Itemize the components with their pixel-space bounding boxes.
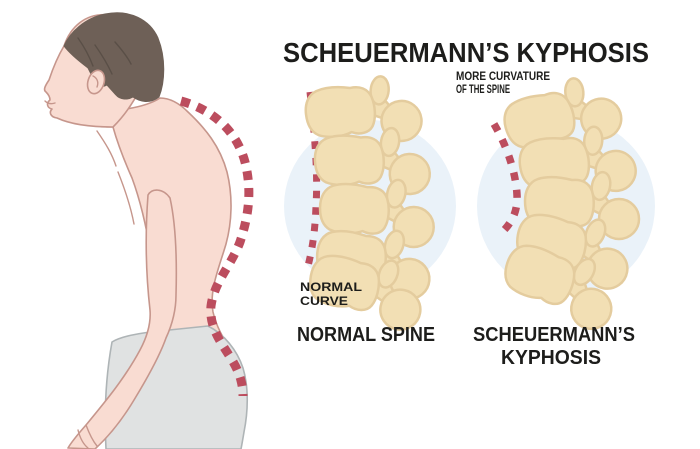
- normal-curve-annotation-line1: NORMAL: [300, 280, 362, 294]
- more-curvature-dashed-line: [490, 122, 521, 238]
- scheuermanns-spine-panel: MORE CURVATURE OF THE SPINE SCHEUERMANN’…: [456, 65, 655, 369]
- person-arm: [67, 189, 178, 449]
- normal-spine-caption: NORMAL SPINE: [297, 324, 435, 346]
- page-title: SCHEUERMANN’S KYPHOSIS: [283, 37, 649, 68]
- scheuermanns-caption-line1: SCHEUERMANN’S: [473, 324, 635, 346]
- person-mouth-line: [44, 100, 56, 105]
- hair-strand-line: [94, 44, 113, 75]
- more-curvature-annotation-line2: OF THE SPINE: [456, 82, 510, 96]
- ear-inner-line: [92, 75, 99, 88]
- hair-strand-line: [77, 37, 94, 67]
- finger-line: [85, 424, 98, 447]
- normal-spine-panel: NORMAL CURVE NORMAL SPINE: [284, 69, 456, 346]
- scheuermanns-caption-line2: KYPHOSIS: [501, 347, 601, 369]
- hunched-person-figure: [43, 12, 254, 449]
- person-ear: [86, 69, 106, 95]
- normal-curve-annotation-line2: CURVE: [300, 294, 348, 308]
- person-chest-line: [117, 171, 135, 225]
- hair-strand-line: [114, 41, 132, 65]
- person-neck-line: [96, 130, 117, 167]
- more-curvature-annotation-line1: MORE CURVATURE: [456, 69, 550, 83]
- finger-line: [77, 429, 89, 449]
- kyphotic-back-dashed-curve: [179, 96, 254, 397]
